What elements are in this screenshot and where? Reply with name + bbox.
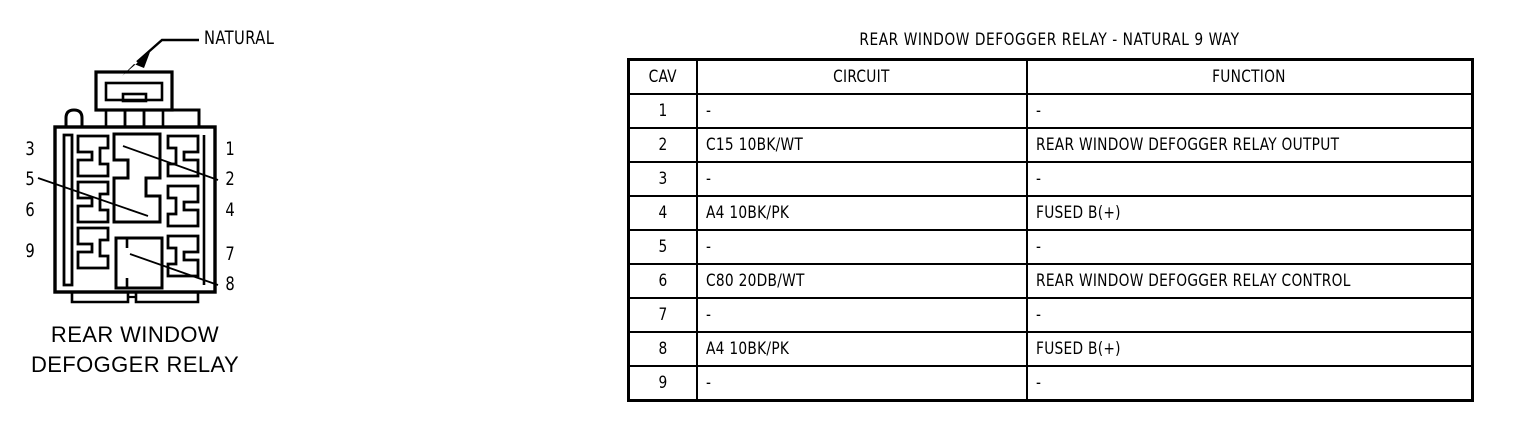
cell-circuit: A4 10BK/PK xyxy=(695,331,1028,367)
column-header-circuit: CIRCUIT xyxy=(695,58,1028,95)
cell-circuit-text: - xyxy=(705,101,711,121)
cell-cav-text: 1 xyxy=(658,101,668,121)
connector-illustration-panel: NATURAL 3 5 6 9 1 2 4 7 8 REAR WINDOW DE… xyxy=(0,0,600,442)
cell-circuit: A4 10BK/PK xyxy=(695,195,1028,231)
cavity-column-right xyxy=(166,134,206,285)
table-row: 3 - - xyxy=(627,161,1474,197)
cell-function-text: FUSED B(+) xyxy=(1035,203,1121,223)
table-title: REAR WINDOW DEFOGGER RELAY - NATURAL 9 W… xyxy=(859,30,1240,50)
cell-function-text: - xyxy=(1035,237,1041,257)
cell-cav: 8 xyxy=(627,331,698,367)
cell-circuit-text: - xyxy=(705,373,711,393)
pin-label-6: 6 xyxy=(25,199,35,221)
cell-cav-text: 7 xyxy=(658,305,668,325)
cavity-column-center xyxy=(112,132,164,290)
cell-circuit: - xyxy=(695,297,1028,333)
cavity-table-panel: REAR WINDOW DEFOGGER RELAY - NATURAL 9 W… xyxy=(627,30,1474,402)
cell-cav: 9 xyxy=(627,365,698,402)
column-header-cav: CAV xyxy=(627,58,698,95)
caption-line-1: REAR WINDOW xyxy=(50,322,220,347)
connector-top-cap xyxy=(64,70,174,129)
cell-function-text: - xyxy=(1035,169,1041,189)
cell-function-text: - xyxy=(1035,101,1041,121)
pin-label-3: 3 xyxy=(25,138,35,160)
cell-function: FUSED B(+) xyxy=(1025,195,1474,231)
cell-function: - xyxy=(1025,161,1474,197)
cell-cav: 5 xyxy=(627,229,698,265)
pin-label-8: 8 xyxy=(225,273,235,295)
cell-cav-text: 6 xyxy=(658,271,668,291)
cell-cav: 3 xyxy=(627,161,698,197)
table-row: 4 A4 10BK/PK FUSED B(+) xyxy=(627,195,1474,231)
cell-circuit-text: C80 20DB/WT xyxy=(705,271,805,291)
natural-callout-leader xyxy=(122,38,199,76)
cell-cav-text: 5 xyxy=(658,237,668,257)
cell-circuit-text: - xyxy=(705,169,711,189)
column-header-function: FUNCTION xyxy=(1025,58,1474,95)
pin-leader-lines xyxy=(37,145,219,286)
table-header-row: CAV CIRCUIT FUNCTION xyxy=(627,58,1474,95)
cell-function-text: - xyxy=(1035,373,1041,393)
cell-circuit-text: - xyxy=(705,305,711,325)
cell-circuit: - xyxy=(695,365,1028,402)
cell-function-text: REAR WINDOW DEFOGGER RELAY OUTPUT xyxy=(1035,135,1339,155)
cell-function: FUSED B(+) xyxy=(1025,331,1474,367)
table-row: 7 - - xyxy=(627,297,1474,333)
connector-drawing xyxy=(37,38,219,304)
cell-function-text: - xyxy=(1035,305,1041,325)
cell-function: - xyxy=(1025,93,1474,129)
pin-label-7: 7 xyxy=(225,243,235,265)
pin-label-9: 9 xyxy=(25,240,35,262)
cell-circuit: - xyxy=(695,229,1028,265)
cell-circuit: C15 10BK/WT xyxy=(695,127,1028,163)
cell-function-text: REAR WINDOW DEFOGGER RELAY CONTROL xyxy=(1035,271,1351,291)
table-body: 1 - - 2 C15 10BK/WT REAR WINDOW DEFOGGER RELA… xyxy=(627,93,1474,402)
cell-circuit-text: C15 10BK/WT xyxy=(705,135,803,155)
table-row: 5 - - xyxy=(627,229,1474,265)
cell-circuit: - xyxy=(695,161,1028,197)
cell-cav-text: 2 xyxy=(658,135,668,155)
natural-callout-label: NATURAL xyxy=(204,27,275,49)
table-row: 2 C15 10BK/WT REAR WINDOW DEFOGGER RELAY O… xyxy=(627,127,1474,163)
connector-caption: REAR WINDOW DEFOGGER RELAY xyxy=(0,320,270,380)
pin-label-5: 5 xyxy=(25,168,35,190)
column-header-cav-text: CAV xyxy=(648,67,677,87)
cell-circuit-text: A4 10BK/PK xyxy=(705,339,789,359)
cell-cav-text: 4 xyxy=(658,203,668,223)
cell-function: - xyxy=(1025,297,1474,333)
table-row: 8 A4 10BK/PK FUSED B(+) xyxy=(627,331,1474,367)
caption-line-2: DEFOGGER RELAY xyxy=(30,352,240,377)
cell-cav-text: 3 xyxy=(658,169,668,189)
cell-function: - xyxy=(1025,365,1474,402)
cavity-column-left xyxy=(62,133,110,287)
cavity-table: CAV CIRCUIT FUNCTION 1 - - 2 C15 10BK/WT REAR… xyxy=(627,58,1474,402)
cell-function: REAR WINDOW DEFOGGER RELAY CONTROL xyxy=(1025,263,1474,299)
pin-label-4: 4 xyxy=(225,199,235,221)
cell-cav-text: 9 xyxy=(658,373,668,393)
cell-circuit: - xyxy=(695,93,1028,129)
cell-cav: 4 xyxy=(627,195,698,231)
cell-cav: 6 xyxy=(627,263,698,299)
pin-label-2: 2 xyxy=(225,168,235,190)
column-header-function-text: FUNCTION xyxy=(1212,67,1287,87)
cell-function-text: FUSED B(+) xyxy=(1035,339,1121,359)
cell-cav-text: 8 xyxy=(658,339,668,359)
column-header-circuit-text: CIRCUIT xyxy=(833,67,890,87)
cell-cav: 2 xyxy=(627,127,698,163)
cell-function: REAR WINDOW DEFOGGER RELAY OUTPUT xyxy=(1025,127,1474,163)
table-row: 9 - - xyxy=(627,365,1474,402)
cell-function: - xyxy=(1025,229,1474,265)
table-row: 6 C80 20DB/WT REAR WINDOW DEFOGGER RELAY C… xyxy=(627,263,1474,299)
table-row: 1 - - xyxy=(627,93,1474,129)
cell-circuit-text: A4 10BK/PK xyxy=(705,203,789,223)
cell-cav: 7 xyxy=(627,297,698,333)
connector-body-outline xyxy=(53,108,217,304)
pin-label-1: 1 xyxy=(225,138,235,160)
cell-cav: 1 xyxy=(627,93,698,129)
cell-circuit: C80 20DB/WT xyxy=(695,263,1028,299)
cell-circuit-text: - xyxy=(705,237,711,257)
